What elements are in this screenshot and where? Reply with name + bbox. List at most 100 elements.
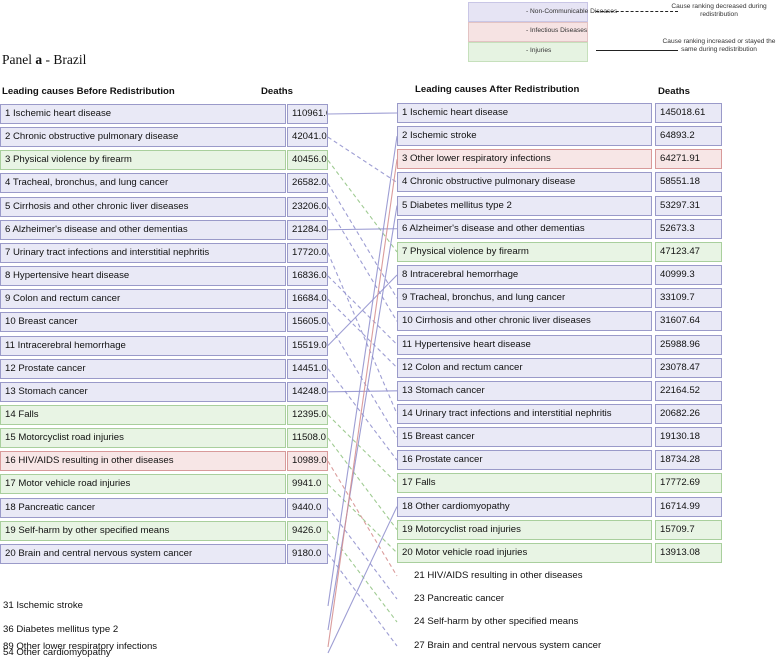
rank-link — [327, 414, 398, 484]
before-deaths-cell: 14451.0 — [287, 358, 328, 379]
before-deaths-cell: 16684.0 — [287, 289, 328, 310]
after-deaths-cell: 19130.18 — [655, 427, 722, 448]
after-extra-cause: 23 Pancreatic cancer — [414, 593, 505, 604]
after-extra-cause: 27 Brain and central nervous system canc… — [414, 640, 602, 651]
rank-link — [327, 252, 398, 415]
before-cause-cell: 2 Chronic obstructive pulmonary disease — [0, 127, 286, 148]
rank-link — [327, 159, 398, 648]
after-cause-cell: 5 Diabetes mellitus type 2 — [397, 195, 652, 216]
after-cause-cell: 12 Colon and rectum cancer — [397, 357, 652, 378]
rank-link — [327, 298, 398, 369]
before-deaths-cell: 15605.0 — [287, 312, 328, 333]
before-cause-cell: 9 Colon and rectum cancer — [0, 289, 286, 310]
after-cause-cell: 9 Tracheal, bronchus, and lung cancer — [397, 288, 652, 309]
rank-link — [327, 136, 398, 607]
before-cause-cell: 7 Urinary tract infections and interstit… — [0, 242, 286, 263]
after-cause-cell: 17 Falls — [397, 473, 652, 494]
after-cause-cell: 15 Breast cancer — [397, 427, 652, 448]
legend-dashed-label: Cause ranking decreased during redistrib… — [671, 3, 767, 18]
after-cause-cell: 13 Stomach cancer — [397, 380, 652, 401]
after-deaths-header: Deaths — [658, 86, 690, 97]
rank-link — [327, 228, 398, 231]
before-cause-cell: 12 Prostate cancer — [0, 358, 286, 379]
before-header: Leading causes Before Redistribution — [2, 86, 175, 97]
before-deaths-cell: 23206.0 — [287, 196, 328, 217]
before-cause-cell: 1 Ischemic heart disease — [0, 104, 286, 124]
rank-link — [327, 159, 398, 253]
after-header: Leading causes After Redistribution — [415, 84, 580, 95]
after-cause-cell: 16 Prostate cancer — [397, 450, 652, 471]
rank-link — [327, 390, 398, 393]
after-cause-cell: 2 Ischemic stroke — [397, 126, 652, 147]
after-deaths-cell: 16714.99 — [655, 496, 722, 517]
before-cause-cell: 6 Alzheimer's disease and other dementia… — [0, 219, 286, 240]
after-cause-cell: 11 Hypertensive heart disease — [397, 334, 652, 355]
before-extra-cause: 36 Diabetes mellitus type 2 — [3, 624, 119, 635]
before-deaths-cell: 9440.0 — [287, 497, 328, 518]
after-cause-cell: 18 Other cardiomyopathy — [397, 496, 652, 517]
before-deaths-cell: 40456.0 — [287, 150, 328, 171]
rank-link — [327, 322, 398, 438]
after-cause-cell: 4 Chronic obstructive pulmonary disease — [397, 172, 652, 193]
before-deaths-cell: 15519.0 — [287, 335, 328, 356]
rank-link — [327, 530, 398, 623]
after-extra-cause: 24 Self-harm by other specified means — [414, 616, 579, 627]
before-deaths-cell: 16836.0 — [287, 266, 328, 287]
before-deaths-cell: 42041.0 — [287, 127, 328, 148]
after-cause-cell: 19 Motorcyclist road injuries — [397, 519, 652, 540]
after-cause-cell: 6 Alzheimer's disease and other dementia… — [397, 218, 652, 239]
before-cause-cell: 3 Physical violence by firearm — [0, 150, 286, 171]
legend-solid-line — [596, 50, 678, 51]
legend-inf-label: - Infectious Diseases — [526, 27, 588, 34]
after-deaths-cell: 52673.3 — [655, 218, 722, 239]
legend-solid-label: Cause ranking increased or stayed the sa… — [662, 38, 776, 53]
after-deaths-cell: 25988.96 — [655, 334, 722, 355]
after-cause-cell: 14 Urinary tract infections and intersti… — [397, 403, 652, 424]
after-deaths-cell: 15709.7 — [655, 519, 722, 540]
after-cause-cell: 20 Motor vehicle road injuries — [397, 542, 652, 563]
after-extra-cause: 21 HIV/AIDS resulting in other diseases — [414, 570, 583, 581]
legend-ncd-swatch — [468, 2, 588, 22]
before-deaths-cell: 17720.0 — [287, 242, 328, 263]
rank-link — [327, 112, 398, 115]
after-deaths-cell: 58551.18 — [655, 172, 722, 193]
after-cause-cell: 8 Intracerebral hemorrhage — [397, 265, 652, 286]
before-cause-cell: 11 Intracerebral hemorrhage — [0, 335, 286, 356]
after-deaths-cell: 18734.28 — [655, 450, 722, 471]
after-deaths-cell: 145018.61 — [655, 103, 722, 123]
before-cause-cell: 5 Cirrhosis and other chronic liver dise… — [0, 196, 286, 217]
rank-link — [327, 553, 398, 647]
before-cause-cell: 14 Falls — [0, 404, 286, 425]
after-deaths-cell: 64271.91 — [655, 149, 722, 170]
after-cause-cell: 7 Physical violence by firearm — [397, 241, 652, 262]
rank-link — [327, 460, 398, 577]
legend-ncd-label: - Non-Communicable Diseases — [526, 8, 618, 15]
before-deaths-cell: 12395.0 — [287, 404, 328, 425]
rank-link — [327, 484, 398, 554]
before-cause-cell: 20 Brain and central nervous system canc… — [0, 543, 286, 564]
before-extra-cause: 54 Other cardiomyopathy — [3, 647, 111, 658]
before-cause-cell: 13 Stomach cancer — [0, 381, 286, 402]
before-deaths-cell: 21284.0 — [287, 219, 328, 240]
before-cause-cell: 4 Tracheal, bronchus, and lung cancer — [0, 173, 286, 194]
rank-link — [327, 205, 398, 631]
after-cause-cell: 1 Ischemic heart disease — [397, 103, 652, 123]
rank-link — [327, 136, 398, 183]
rank-link — [327, 437, 398, 531]
after-deaths-cell: 23078.47 — [655, 357, 722, 378]
panel-title: Panel a - Brazil — [2, 52, 87, 67]
before-cause-cell: 10 Breast cancer — [0, 312, 286, 333]
before-extra-cause: 89 Other lower respiratory infections — [3, 641, 158, 652]
before-deaths-cell: 110961.0 — [287, 104, 328, 124]
legend-dashed-line — [596, 11, 678, 12]
before-deaths-cell: 9426.0 — [287, 520, 328, 541]
after-deaths-cell: 22164.52 — [655, 380, 722, 401]
after-cause-cell: 10 Cirrhosis and other chronic liver dis… — [397, 311, 652, 332]
after-deaths-cell: 20682.26 — [655, 403, 722, 424]
rank-link — [327, 274, 398, 346]
before-cause-cell: 18 Pancreatic cancer — [0, 497, 286, 518]
after-deaths-cell: 40999.3 — [655, 265, 722, 286]
after-cause-cell: 3 Other lower respiratory infections — [397, 149, 652, 170]
rank-link — [327, 275, 398, 345]
legend-inj-swatch — [468, 42, 588, 62]
